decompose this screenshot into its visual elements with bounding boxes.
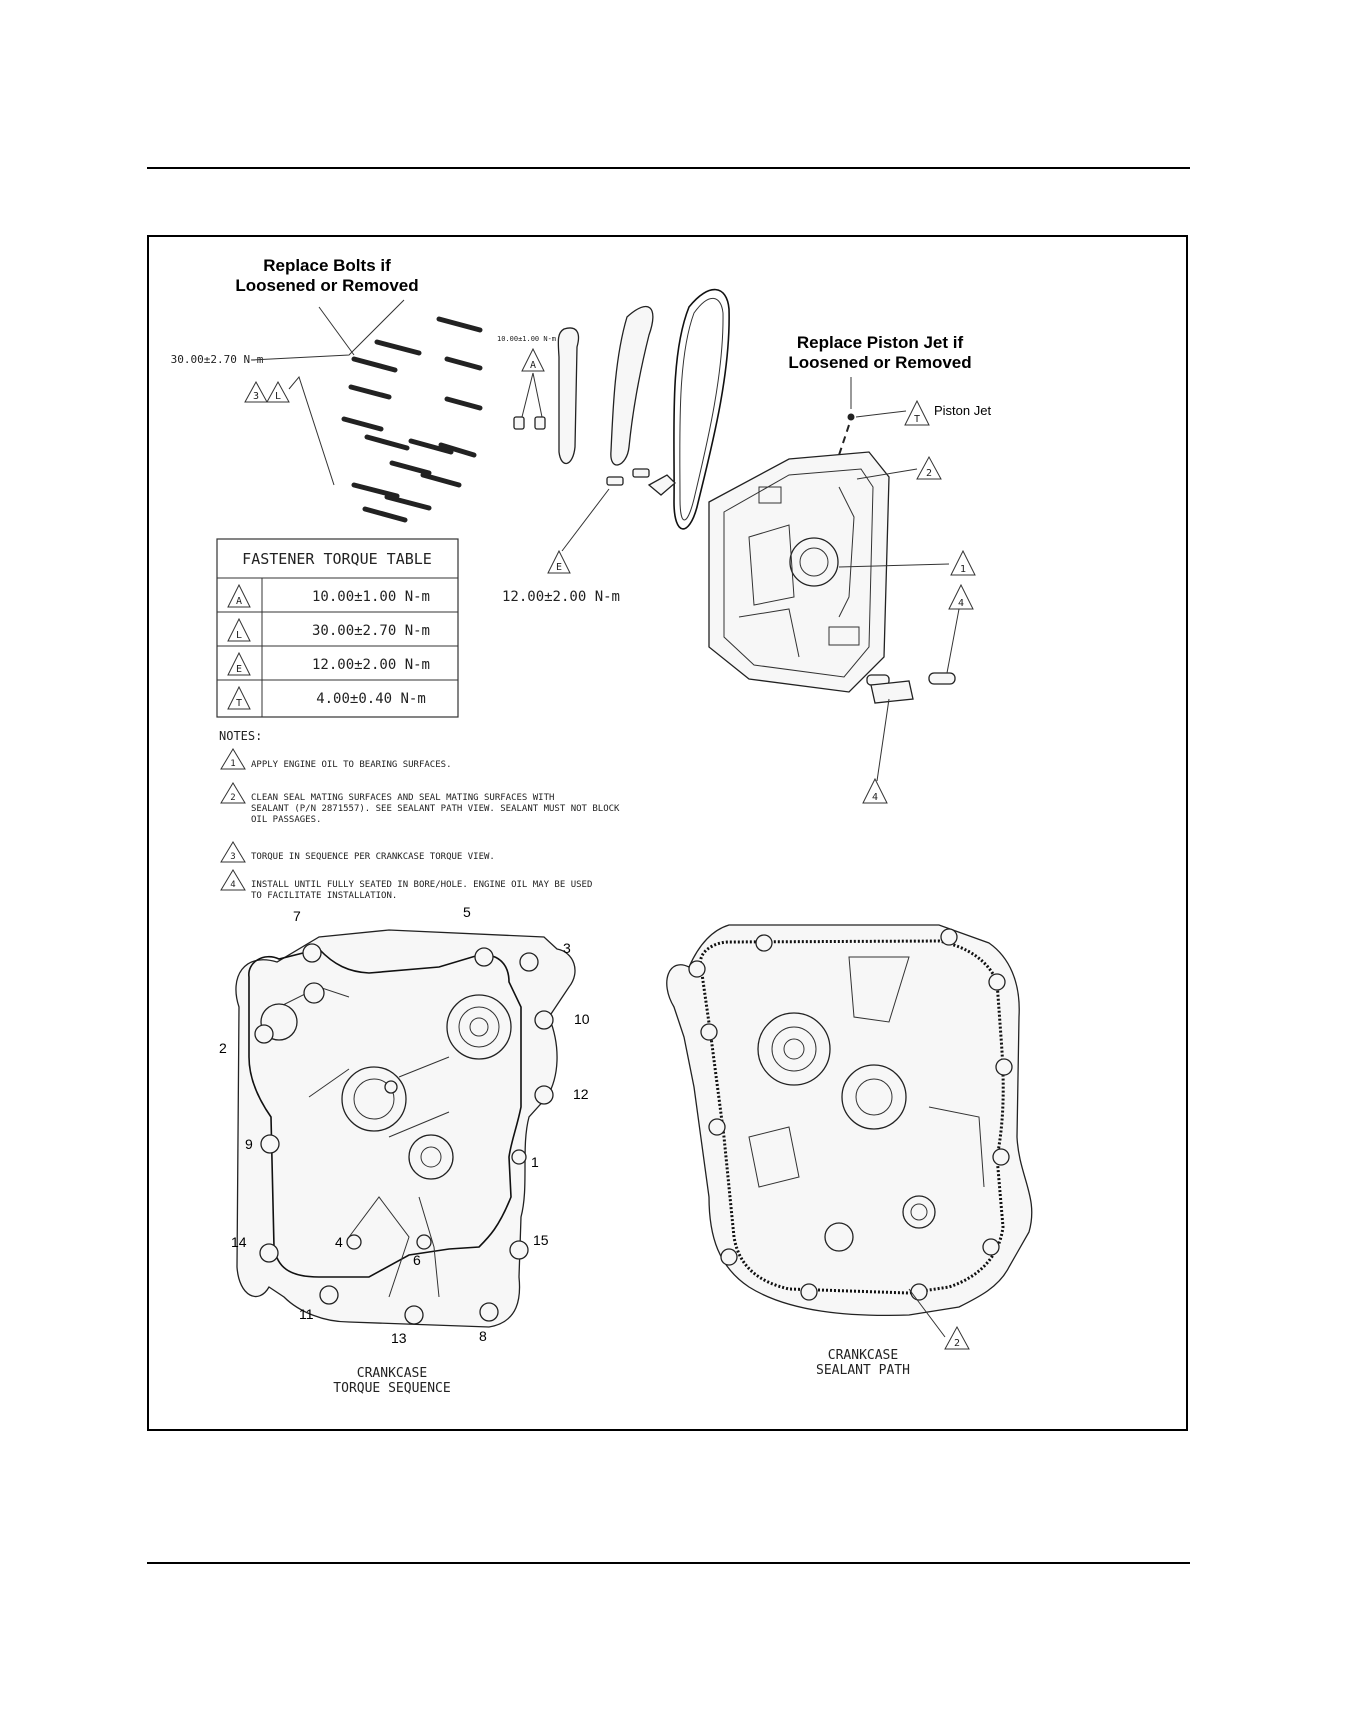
pin-torque-label: 12.00±2.00 N-m — [502, 589, 620, 605]
svg-text:A: A — [236, 596, 242, 607]
sequence-bolt-bosses — [254, 943, 554, 1325]
svg-text:2: 2 — [954, 1338, 960, 1349]
bolts-torque-label: 30.00±2.70 N-m — [171, 353, 264, 366]
header-rule — [147, 167, 1190, 169]
sequence-number-13: 13 — [391, 1330, 407, 1346]
torque-row-T: T 4.00±0.40 N-m — [227, 685, 426, 710]
guide-torque-label: 10.00±1.00 N-m — [497, 335, 556, 343]
marker-1-oil-triangle: 1 — [950, 549, 976, 576]
sequence-number-5: 5 — [463, 904, 471, 920]
sequence-number-14: 14 — [231, 1234, 247, 1250]
svg-text:4: 4 — [230, 880, 235, 890]
svg-text:2: 2 — [230, 793, 235, 803]
callout-replace-bolts-line1: Replace Bolts if — [263, 256, 391, 275]
svg-text:12.00±2.00 N-m: 12.00±2.00 N-m — [312, 657, 430, 673]
timing-chain — [673, 288, 730, 530]
svg-text:3: 3 — [253, 391, 259, 402]
leader-bolts-bottom — [288, 375, 335, 486]
crankcase-bolts — [341, 316, 483, 523]
guide-bolts — [513, 416, 546, 430]
svg-text:2: 2 — [926, 468, 932, 479]
torque-view-label-line1: CRANKCASE — [357, 1366, 427, 1381]
leader-bolts-top — [250, 299, 405, 361]
svg-text:T: T — [914, 414, 920, 425]
chain-tensioner-guide — [610, 305, 654, 466]
callout-replace-jet-line1: Replace Piston Jet if — [797, 333, 964, 352]
marker-E-triangle: E — [547, 549, 571, 574]
svg-text:L: L — [236, 630, 242, 641]
note-4: 4 INSTALL UNTIL FULLY SEATED IN BORE/HOL… — [220, 869, 592, 901]
piston-jet — [847, 413, 855, 421]
crankcase-sealant-path-view: 2 CRANKCASE SEALANT PATH — [666, 924, 1033, 1378]
svg-text:4.00±0.40 N-m: 4.00±0.40 N-m — [316, 691, 426, 707]
marker-2-seal-triangle: 2 — [916, 455, 942, 480]
sealant-view-label-line1: CRANKCASE — [828, 1348, 898, 1363]
sequence-number-2: 2 — [219, 1040, 227, 1056]
sequence-number-7: 7 — [293, 908, 301, 924]
exploded-view-diagram: Replace Bolts if Loosened or Removed 30.… — [171, 256, 1033, 1396]
torque-row-L: L 30.00±2.70 N-m — [227, 617, 430, 642]
marker-T-triangle: T — [904, 399, 930, 426]
svg-text:T: T — [236, 698, 242, 709]
sequence-number-9: 9 — [245, 1136, 253, 1152]
sequence-number-15: 15 — [533, 1232, 549, 1248]
sequence-number-4: 4 — [335, 1234, 343, 1250]
sequence-number-3: 3 — [563, 940, 571, 956]
callout-replace-jet-line2: Loosened or Removed — [788, 353, 971, 372]
sequence-number-6: 6 — [413, 1252, 421, 1268]
svg-text:L: L — [275, 391, 281, 402]
marker-3-triangle: 3 — [244, 380, 268, 403]
crankcase-half-exploded — [708, 451, 890, 693]
torque-row-E: E 12.00±2.00 N-m — [227, 651, 430, 676]
svg-text:SEALANT (P/N 2871557). SEE SEA: SEALANT (P/N 2871557). SEE SEALANT PATH … — [251, 804, 620, 814]
diagram-frame: Replace Bolts if Loosened or Removed 30.… — [147, 235, 1188, 1431]
svg-text:TO FACILITATE INSTALLATION.: TO FACILITATE INSTALLATION. — [251, 891, 397, 901]
svg-text:4: 4 — [958, 598, 964, 609]
sequence-number-10: 10 — [574, 1011, 590, 1027]
notes-section: NOTES: 1 APPLY ENGINE OIL TO BEARING SUR… — [219, 729, 620, 901]
callout-replace-bolts-line2: Loosened or Removed — [235, 276, 418, 295]
fastener-torque-table: FASTENER TORQUE TABLE A 10.00±1.00 N-m L… — [216, 538, 459, 718]
svg-text:E: E — [236, 664, 242, 675]
sequence-number-1: 1 — [531, 1154, 539, 1170]
note-3: 3 TORQUE IN SEQUENCE PER CRANKCASE TORQU… — [220, 841, 495, 863]
crankcase-torque-sequence-view: 7 5 3 10 2 12 9 1 14 4 15 6 11 13 8 CRAN… — [219, 904, 590, 1396]
note-1: 1 APPLY ENGINE OIL TO BEARING SURFACES. — [220, 748, 451, 770]
svg-text:30.00±2.70 N-m: 30.00±2.70 N-m — [312, 623, 430, 639]
marker-2-sealant-triangle: 2 — [944, 1325, 970, 1350]
svg-text:TORQUE IN SEQUENCE PER CRANKCA: TORQUE IN SEQUENCE PER CRANKCASE TORQUE … — [251, 852, 495, 862]
sequence-number-11: 11 — [299, 1306, 314, 1322]
marker-L-triangle: L — [266, 380, 290, 403]
sequence-number-12: 12 — [573, 1086, 589, 1102]
svg-text:3: 3 — [230, 852, 235, 862]
svg-text:APPLY ENGINE OIL TO BEARING SU: APPLY ENGINE OIL TO BEARING SURFACES. — [251, 760, 451, 770]
svg-text:4: 4 — [872, 792, 878, 803]
piston-jet-label: Piston Jet — [934, 403, 991, 418]
note-2: 2 CLEAN SEAL MATING SURFACES AND SEAL MA… — [220, 782, 620, 825]
svg-text:CLEAN SEAL MATING SURFACES AND: CLEAN SEAL MATING SURFACES AND SEAL MATI… — [251, 793, 554, 803]
svg-text:OIL PASSAGES.: OIL PASSAGES. — [251, 815, 321, 825]
marker-4-dowel-triangle-b: 4 — [862, 777, 888, 804]
svg-text:A: A — [530, 360, 536, 371]
notes-heading: NOTES: — [219, 729, 262, 743]
marker-A-guide-triangle: A — [521, 347, 545, 372]
torque-row-A: A 10.00±1.00 N-m — [227, 583, 430, 608]
footer-rule — [147, 1562, 1190, 1564]
chain-guide-left — [557, 327, 580, 465]
guide-pins — [606, 468, 676, 496]
marker-4-dowel-triangle-a: 4 — [948, 583, 974, 610]
torque-table-title: FASTENER TORQUE TABLE — [242, 550, 432, 568]
sealant-view-label-line2: SEALANT PATH — [816, 1363, 910, 1378]
svg-text:1: 1 — [230, 759, 235, 769]
leader-replace-bolts — [318, 306, 355, 356]
svg-text:10.00±1.00 N-m: 10.00±1.00 N-m — [312, 589, 430, 605]
svg-text:INSTALL UNTIL FULLY SEATED IN: INSTALL UNTIL FULLY SEATED IN BORE/HOLE.… — [251, 880, 592, 890]
sealant-bolt-bosses — [688, 928, 1013, 1301]
svg-text:E: E — [556, 562, 562, 573]
svg-text:1: 1 — [960, 564, 966, 575]
sequence-number-8: 8 — [479, 1328, 487, 1344]
torque-view-label-line2: TORQUE SEQUENCE — [333, 1381, 450, 1396]
dowel-pins — [866, 672, 956, 704]
